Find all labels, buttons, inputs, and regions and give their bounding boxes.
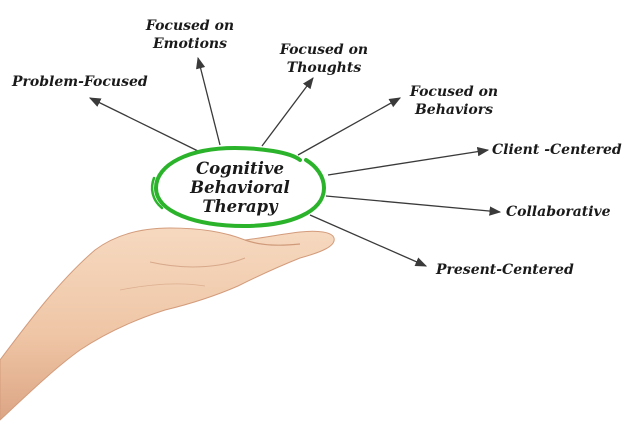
hand-illustration	[0, 227, 335, 421]
arrow-thoughts	[261, 77, 314, 147]
arrow-client-centered	[327, 147, 490, 176]
center-line-3: Therapy	[202, 197, 279, 216]
label-thoughts-line1: Focused on	[279, 42, 368, 58]
center-line-2: Behavioral	[189, 178, 290, 197]
label-behaviors-line2: Behaviors	[414, 102, 493, 118]
arrow-problem-focused	[88, 97, 201, 153]
label-behaviors-line1: Focused on	[409, 84, 498, 100]
arrow-collaborative	[325, 195, 502, 216]
arrow-emotions	[196, 56, 221, 146]
center-line-1: Cognitive	[196, 159, 284, 178]
label-client-centered: Client -Centered	[492, 142, 622, 158]
arrows	[88, 56, 502, 267]
label-emotions-line1: Focused on	[145, 18, 234, 34]
center-ring	[150, 145, 327, 229]
label-present-centered: Present-Centered	[435, 262, 574, 278]
label-problem-focused: Problem-Focused	[11, 74, 148, 90]
arrow-behaviors	[297, 97, 402, 156]
label-emotions-line2: Emotions	[152, 36, 227, 52]
label-collaborative: Collaborative	[506, 204, 611, 220]
label-thoughts-line2: Thoughts	[287, 60, 362, 76]
arrow-present-centered	[309, 214, 428, 267]
